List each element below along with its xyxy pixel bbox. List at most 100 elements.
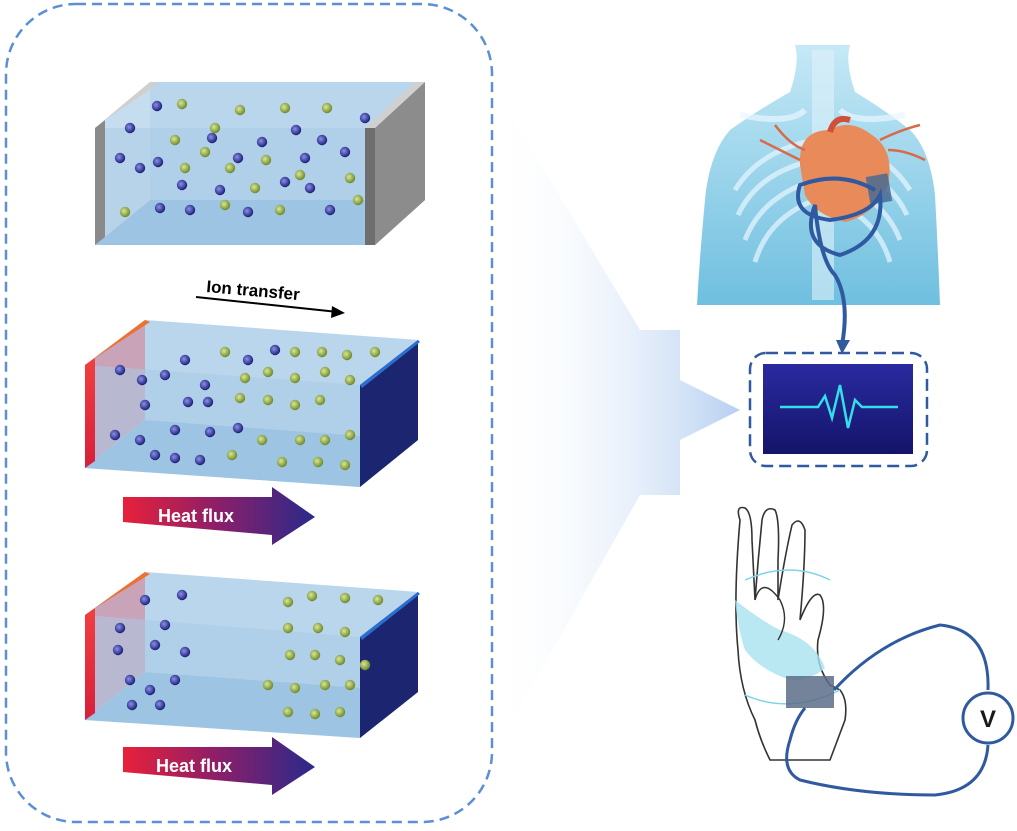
electrolyte-box-heat-2 [85,572,420,738]
anion-particle [124,674,136,686]
cation-particle [234,104,246,116]
anion-particle [204,426,216,438]
cation-particle [262,679,274,691]
cation-particle [209,122,221,134]
cation-particle [234,392,246,404]
heart-wire-arrowhead [836,340,850,354]
cation-particle [344,429,356,441]
anion-particle [299,152,311,164]
cation-particle [274,204,286,216]
cation-particle [319,679,331,691]
anion-particle [149,449,161,461]
cation-particle [344,172,356,184]
anion-particle [232,152,244,164]
cation-particle [316,346,328,358]
cation-particle [344,679,356,691]
cation-particle [289,346,301,358]
monitor-frame [748,351,929,468]
cation-particle [219,199,231,211]
anion-particle [199,379,211,391]
anion-particle [176,179,188,191]
cation-particle [334,706,346,718]
anion-particle [126,699,138,711]
anion-particle [134,434,146,446]
anion-particle [176,589,188,601]
cation-particle [199,146,211,158]
anion-particle [154,699,166,711]
cation-particle [319,434,331,446]
cation-particle [224,162,236,174]
cation-particle [176,98,188,110]
cation-particle [344,374,356,386]
anion-particle [169,674,181,686]
anion-particle [304,182,316,194]
cation-particle [369,346,381,358]
cation-particle [262,394,274,406]
cation-particle [279,102,291,114]
anion-particle [256,136,268,148]
cation-particle [321,102,333,114]
cation-particle [339,459,351,471]
anion-particle [214,184,226,196]
heat-flux-arrow-icon [123,487,315,545]
cation-particle [314,394,326,406]
anion-particle [194,454,206,466]
cation-particle [341,349,353,361]
heat-flux-label-1: Heat flux [158,506,234,526]
heat-flux-label-2: Heat flux [156,756,232,776]
voltmeter-wire [785,623,990,797]
anion-particle [124,122,136,134]
cation-particle [359,659,371,671]
cation-particle [289,372,301,384]
heart-wire [796,176,883,346]
cation-particle [309,708,321,720]
cation-particle [372,594,384,606]
voltmeter-label: V [980,706,996,733]
anion-particle [159,619,171,631]
cation-particle [256,434,268,446]
anion-particle [242,354,254,366]
electrolyte-box-neutral [95,82,425,245]
ion-transfer-arrow-icon [195,296,345,318]
anion-particle [324,204,336,216]
cation-particle [334,654,346,666]
anion-particle [112,644,124,656]
anion-particle [359,112,371,124]
anion-particle [184,204,196,216]
cation-particle [294,169,306,181]
dashed-frame [4,2,494,824]
voltmeter-icon [961,691,1015,745]
cation-particle [282,622,294,634]
anion-particle [151,100,163,112]
anion-particle [139,399,151,411]
anion-particle [114,622,126,634]
anion-particle [169,452,181,464]
ion-particles [109,98,384,720]
anion-particle [279,176,291,188]
anion-particle [269,344,281,356]
cation-particle [119,206,131,218]
anion-particle [179,646,191,658]
cation-particle [312,622,324,634]
cation-particle [289,682,301,694]
cation-particle [179,162,191,174]
cation-particle [260,154,272,166]
cation-particle [339,592,351,604]
anion-particle [114,152,126,164]
anion-particle [232,422,244,434]
anion-particle [202,396,214,408]
cation-particle [262,366,274,378]
anion-particle [152,156,164,168]
cation-particle [312,456,324,468]
anion-particle [139,594,151,606]
anion-particle [149,639,161,651]
anion-particle [136,374,148,386]
anion-particle [316,134,328,146]
anion-particle [182,396,194,408]
hand-icon [735,506,847,761]
anion-particle [242,206,254,218]
anion-particle [114,364,126,376]
monitor-icon [763,364,913,454]
cation-particle [169,134,181,146]
